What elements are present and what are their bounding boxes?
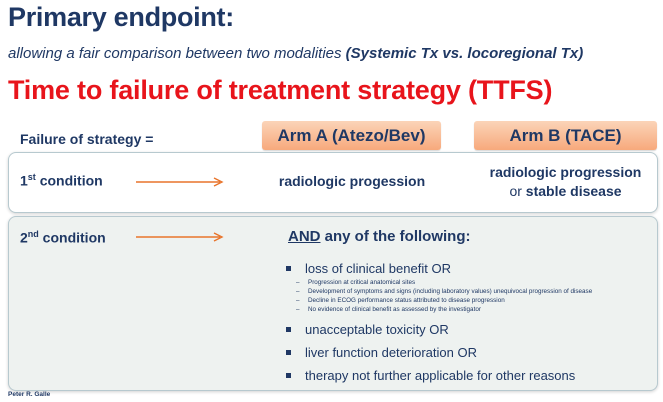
arm-b-condition-1-or: or [509, 183, 526, 199]
bullet-square-icon [286, 266, 291, 271]
and-any-heading: AND any of the following: [288, 228, 471, 245]
bullet-item: loss of clinical benefit OR [286, 261, 451, 276]
dash-icon: – [296, 288, 300, 295]
dash-icon: – [296, 279, 300, 286]
bullet-item: liver function deterioration OR [286, 345, 477, 360]
condition-1-number: 1 [20, 172, 28, 189]
sub-item-text: No evidence of clinical benefit as asses… [308, 306, 481, 313]
bullet-square-icon [286, 373, 291, 378]
condition-1-text: condition [35, 172, 103, 189]
author-credit: Peter R. Galle [8, 391, 51, 398]
arm-b-condition-1-line1: radiologic progression [489, 164, 642, 180]
arm-b-condition-1: radiologic progression or stable disease [474, 163, 657, 201]
arm-a-header: Arm A (Atezo/Bev) [262, 121, 441, 150]
sub-item: – No evidence of clinical benefit as asse… [296, 306, 481, 313]
condition-1-panel [8, 152, 658, 213]
subtitle-bold: (Systemic Tx vs. locoregional Tx) [345, 45, 584, 62]
arm-a-condition-1: radiologic progession [278, 173, 426, 189]
ttfs-heading: Time to failure of treatment strategy (T… [8, 75, 553, 105]
condition-2-panel [8, 216, 658, 391]
dash-icon: – [296, 297, 300, 304]
arrow-right-icon [136, 177, 224, 187]
condition-2-number: 2 [20, 229, 28, 246]
and-heading-rest: any of the following: [320, 228, 471, 245]
subtitle: allowing a fair comparison between two m… [8, 45, 583, 62]
condition-2-suffix: nd [27, 229, 39, 239]
bullet-square-icon [286, 350, 291, 355]
bullet-square-icon [286, 327, 291, 332]
sub-item-text: Progression at critical anatomical sites [308, 279, 416, 286]
and-underlined: AND [288, 228, 321, 245]
subtitle-plain: allowing a fair comparison between two m… [8, 45, 346, 62]
sub-item: – Progression at critical anatomical site… [296, 279, 415, 286]
arm-b-condition-1-line2: stable disease [525, 183, 622, 199]
sub-item-text: Development of symptoms and signs (inclu… [308, 288, 593, 295]
bullet-item: unacceptable toxicity OR [286, 322, 449, 337]
bullet-text: liver function deterioration OR [305, 345, 477, 360]
failure-of-strategy-label: Failure of strategy = [20, 131, 154, 147]
condition-1-suffix: st [27, 172, 36, 182]
condition-2-label: 2nd condition [20, 229, 106, 246]
condition-2-text: condition [38, 229, 106, 246]
sub-item-text: Decline in ECOG performance status attri… [308, 297, 505, 304]
bullet-text: loss of clinical benefit OR [305, 261, 451, 276]
sub-item: – Decline in ECOG performance status attr… [296, 297, 505, 304]
bullet-text: unacceptable toxicity OR [305, 322, 449, 337]
arrow-right-icon [136, 232, 224, 242]
condition-1-label: 1st condition [20, 172, 103, 189]
dash-icon: – [296, 306, 300, 313]
sub-item: – Development of symptoms and signs (incl… [296, 288, 592, 295]
page-title: Primary endpoint: [8, 2, 234, 32]
arm-b-header: Arm B (TACE) [474, 121, 657, 150]
bullet-text: therapy not further applicable for other… [305, 368, 576, 383]
bullet-item: therapy not further applicable for other… [286, 368, 575, 383]
